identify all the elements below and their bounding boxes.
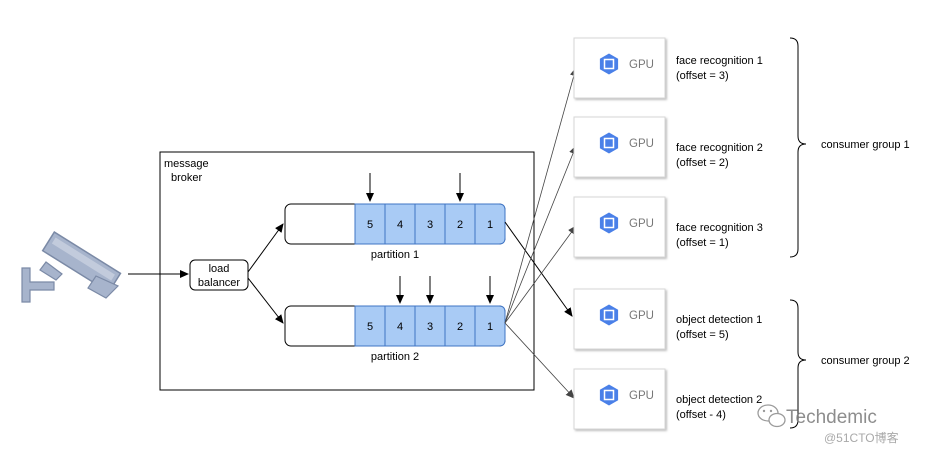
consumer-offset: (offset - 4)	[676, 409, 726, 421]
load-balancer-box	[189, 259, 249, 291]
group-1-brace	[789, 37, 807, 258]
load-balancer-line1: load	[209, 263, 230, 275]
gpu-card-2: GPU	[573, 116, 666, 178]
wechat-icon	[757, 404, 786, 428]
p2-cell-label: 2	[457, 321, 463, 333]
p1-to-object-detection-1-arrow	[504, 221, 573, 317]
gpu-label: GPU	[629, 59, 654, 71]
p2-cell	[384, 305, 416, 347]
consumer-offset: (offset = 1)	[676, 237, 729, 249]
p2-cell-label: 4	[397, 321, 403, 333]
consumer-name: face recognition 3	[676, 222, 763, 234]
lb-to-partition2-arrow	[247, 277, 284, 324]
group-2-brace	[789, 299, 807, 429]
consumer-name: face recognition 1	[676, 55, 763, 67]
p1-cell	[444, 203, 476, 245]
p2-cell	[354, 305, 386, 347]
gpu-label: GPU	[629, 138, 654, 150]
p1-cell-label: 1	[487, 219, 493, 231]
consumer-name: face recognition 2	[676, 142, 763, 154]
consumer-group-2-label: consumer group 2	[821, 355, 910, 367]
gpu-label: GPU	[629, 390, 654, 402]
p1-cell-label: 5	[367, 219, 373, 231]
p2-cell-label: 1	[487, 321, 493, 333]
p1-cell	[384, 203, 416, 245]
message-broker-box	[159, 151, 535, 391]
p2-to-face-recognition-2-arrow	[504, 145, 577, 324]
lb-to-partition1-arrow	[247, 223, 284, 273]
watermark-brand: Techdemic	[786, 407, 877, 428]
partition-2: 5 4 3 2 1 partition 2	[284, 305, 506, 363]
partition-1-label: partition 1	[371, 249, 419, 261]
gpu-card-5: GPU	[573, 368, 666, 430]
p2-cell	[474, 305, 506, 347]
p1-cell-label: 4	[397, 219, 403, 231]
consumer-offset: (offset = 5)	[676, 329, 729, 341]
p1-cell	[354, 203, 386, 245]
consumer-offset: (offset = 3)	[676, 70, 729, 82]
partition-1: 5 4 3 2 1 partition 1	[284, 203, 506, 261]
consumer-group-1-label: consumer group 1	[821, 139, 910, 151]
broker-title-line1: message	[164, 158, 209, 170]
p2-cell-label: 3	[427, 321, 433, 333]
p1-cell-label: 3	[427, 219, 433, 231]
gpu-card-3: GPU	[573, 196, 666, 258]
consumer-name: object detection 2	[676, 394, 762, 406]
consumer-offset: (offset = 2)	[676, 157, 729, 169]
gpu-card-4: GPU	[573, 288, 666, 350]
p2-to-face-recognition-1-arrow	[504, 67, 578, 324]
gpu-label: GPU	[629, 218, 654, 230]
p1-cell-label: 2	[457, 219, 463, 231]
watermark: Techdemic @51CTO博客	[757, 404, 899, 445]
p2-cell-label: 5	[367, 321, 373, 333]
gpu-label: GPU	[629, 310, 654, 322]
p2-cell	[444, 305, 476, 347]
p1-cell	[414, 203, 446, 245]
consumer-name: object detection 1	[676, 314, 762, 326]
p1-cell	[474, 203, 506, 245]
p2-to-object-detection-2-arrow	[504, 322, 575, 399]
p2-to-face-recognition-3-arrow	[504, 225, 577, 324]
security-camera-icon	[21, 231, 122, 303]
watermark-site: @51CTO博客	[824, 430, 899, 445]
load-balancer-line2: balancer	[198, 277, 241, 289]
partition-2-label: partition 2	[371, 351, 419, 363]
broker-title-line2: broker	[171, 172, 203, 184]
gpu-card-1: GPU	[573, 37, 666, 99]
